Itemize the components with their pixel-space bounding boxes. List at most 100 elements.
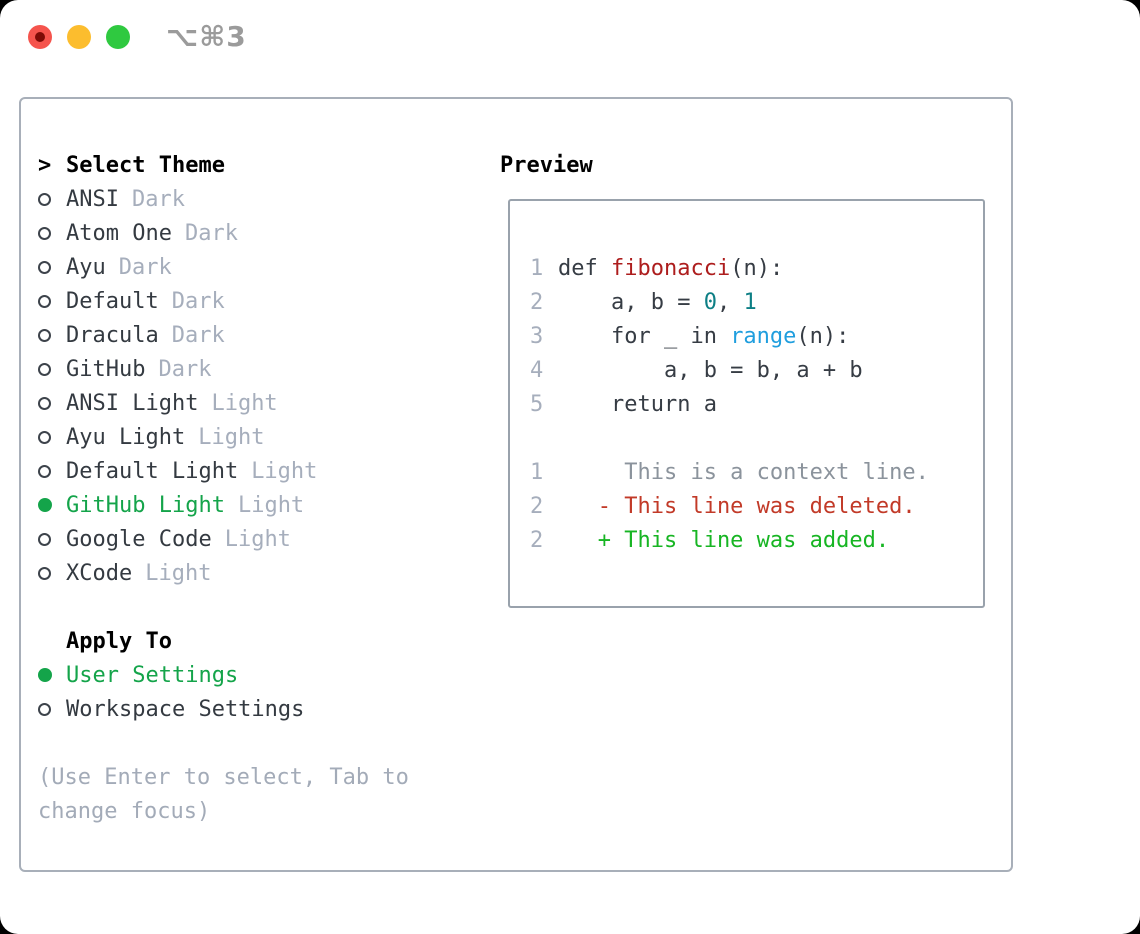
theme-option-label: Atom One [66, 220, 172, 246]
code-token-deleted: - This line was deleted. [558, 493, 916, 519]
theme-option-label: Default Light [66, 458, 239, 484]
radio-icon [38, 532, 66, 546]
hint-line: change focus) [38, 798, 211, 824]
maximize-button[interactable] [106, 25, 130, 49]
theme-option-ayu-light[interactable]: Ayu Light Light [38, 420, 409, 454]
preview-blank-line [530, 421, 983, 455]
apply-to-title: Apply To [66, 628, 172, 654]
theme-variant-tag: Light [251, 458, 318, 484]
theme-variant-tag: Light [237, 492, 305, 518]
radio-icon [38, 464, 66, 478]
radio-icon [38, 294, 66, 308]
preview-line: 2 a, b = 0, 1 [530, 285, 983, 319]
theme-option-label: Default [66, 288, 159, 314]
theme-option-label: Ayu [66, 254, 106, 280]
theme-option-github-light[interactable]: GitHub Light Light [38, 488, 409, 522]
radio-icon [38, 362, 66, 376]
radio-icon [38, 328, 66, 342]
theme-option-default[interactable]: Default Dark [38, 284, 409, 318]
theme-option-label: GitHub Light [66, 492, 225, 518]
line-number: 2 [530, 527, 544, 553]
close-button[interactable] [28, 25, 52, 49]
preview-title: Preview [500, 152, 593, 178]
cursor-icon: > [38, 152, 52, 178]
code-token-code: for _ in [558, 323, 731, 349]
radio-icon [38, 430, 66, 444]
code-token-context: This is a context line. [558, 459, 929, 485]
apply-option-workspace-settings[interactable]: Workspace Settings [38, 692, 409, 726]
code-token-lit: 0 [703, 289, 717, 315]
apply-option-label: Workspace Settings [66, 696, 305, 722]
line-number: 4 [530, 357, 544, 383]
theme-option-label: ANSI [66, 186, 119, 212]
line-number: 3 [530, 323, 544, 349]
close-dot-icon [35, 32, 45, 42]
preview-line: 5 return a [530, 387, 983, 421]
theme-option-xcode[interactable]: XCode Light [38, 556, 409, 590]
theme-variant-tag: Light [145, 560, 212, 586]
code-token-code: (n): [796, 323, 850, 349]
line-number: 1 [530, 459, 544, 485]
theme-option-default-light[interactable]: Default Light Light [38, 454, 409, 488]
preview-line: 2 - This line was deleted. [530, 489, 983, 523]
theme-option-ayu[interactable]: Ayu Dark [38, 250, 409, 284]
radio-selected-icon [38, 668, 66, 682]
theme-option-dracula[interactable]: Dracula Dark [38, 318, 409, 352]
window-shortcut-label: ⌥⌘3 [166, 20, 247, 53]
theme-option-ansi[interactable]: ANSI Dark [38, 182, 409, 216]
theme-variant-tag: Dark [184, 220, 238, 246]
theme-variant-tag: Dark [131, 186, 185, 212]
theme-option-label: Ayu Light [66, 424, 186, 450]
radio-selected-icon [38, 498, 66, 512]
code-token-code: a, b = b, a + b [558, 357, 863, 383]
radio-icon [38, 260, 66, 274]
line-number: 5 [530, 391, 544, 417]
line-number: 1 [530, 255, 544, 281]
theme-variant-tag: Light [211, 390, 278, 416]
preview-line: 2 + This line was added. [530, 523, 983, 557]
spacer [38, 726, 409, 760]
theme-option-label: Dracula [66, 322, 159, 348]
theme-variant-tag: Light [224, 526, 291, 552]
code-token-code: a, b = [558, 289, 704, 315]
preview-line: 4 a, b = b, a + b [530, 353, 983, 387]
theme-variant-tag: Dark [118, 254, 172, 280]
radio-icon [38, 566, 66, 580]
hint-text: (Use Enter to select, Tab to change focus… [38, 760, 409, 828]
code-token-added: + This line was added. [558, 527, 890, 553]
line-number: 2 [530, 493, 544, 519]
apply-option-label: User Settings [66, 662, 239, 688]
theme-variant-tag: Dark [171, 322, 225, 348]
theme-option-atom-one[interactable]: Atom One Dark [38, 216, 409, 250]
apply-option-user-settings[interactable]: User Settings [38, 658, 409, 692]
radio-icon [38, 192, 66, 206]
code-token-code: (n): [730, 255, 784, 281]
minimize-button[interactable] [67, 25, 91, 49]
theme-option-label: XCode [66, 560, 133, 586]
radio-icon [38, 226, 66, 240]
preview-line: 1 This is a context line. [530, 455, 983, 489]
theme-option-ansi-light[interactable]: ANSI Light Light [38, 386, 409, 420]
code-token-code: def [558, 255, 611, 281]
theme-variant-tag: Dark [171, 288, 225, 314]
theme-variant-tag: Light [198, 424, 265, 450]
code-token-lit: 1 [743, 289, 757, 315]
preview-line: 3 for _ in range(n): [530, 319, 983, 353]
code-token-code: return a [558, 391, 717, 417]
select-theme-title: Select Theme [66, 152, 225, 178]
theme-option-label: GitHub [66, 356, 146, 382]
theme-option-label: ANSI Light [66, 390, 199, 416]
radio-icon [38, 702, 66, 716]
hint-line: (Use Enter to select, Tab to [38, 764, 409, 790]
code-token-code: , [716, 289, 744, 315]
preview-header: Preview [500, 148, 985, 182]
line-number: 2 [530, 289, 544, 315]
